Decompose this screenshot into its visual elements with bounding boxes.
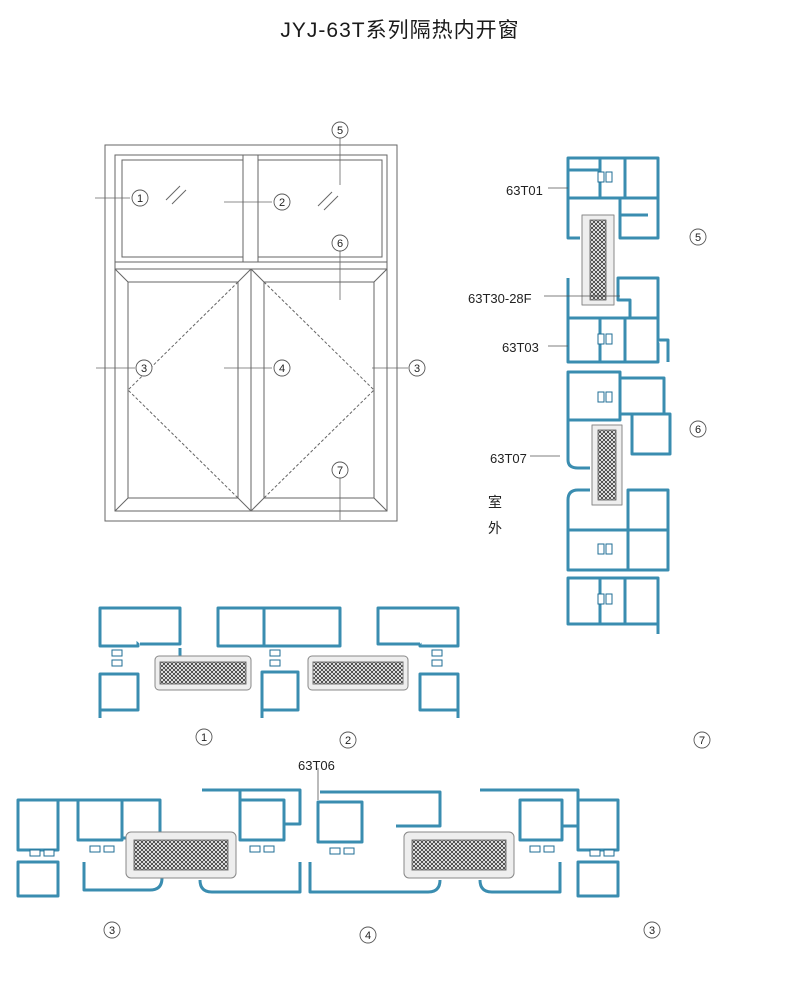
callout-3 <box>135 359 153 377</box>
horizontal-section-upper <box>98 606 460 718</box>
profile-leaders <box>317 187 620 800</box>
jamb3-right-top <box>576 798 620 852</box>
profile-63t01-top <box>566 156 660 200</box>
glass-sash-lights <box>125 831 515 879</box>
thermal-breaks-upper <box>111 649 443 667</box>
profile-63t03 <box>566 316 660 364</box>
jamb-left-bottom <box>98 672 140 712</box>
sc-1-num: 1 <box>201 732 207 744</box>
sc-2-num: 2 <box>345 735 351 747</box>
sash-right <box>250 268 388 512</box>
sc-3a-num: 3 <box>109 925 115 937</box>
callout-4-num: 4 <box>279 363 285 375</box>
section-leaders <box>95 138 408 520</box>
section-callouts <box>103 228 711 944</box>
callout-7 <box>331 461 349 479</box>
callout-2 <box>273 193 291 211</box>
jamb3-right-bottom <box>576 860 620 898</box>
section-callout-2 <box>339 731 357 749</box>
section-callout-numbers: 5 6 1 2 7 3 4 3 <box>109 232 705 942</box>
callout-2-num: 2 <box>279 197 285 209</box>
profile-63t06-right <box>316 800 364 844</box>
thermal-breaks-lower <box>29 845 615 857</box>
jamb-right-bottom <box>418 672 460 712</box>
sc-3b-num: 3 <box>649 925 655 937</box>
label-63t30-28f: 63T30-28F <box>468 291 532 306</box>
window-elevation <box>104 144 398 522</box>
exterior-label-1: 室 <box>488 494 502 510</box>
label-63t07: 63T07 <box>490 451 527 466</box>
section-callout-7 <box>693 731 711 749</box>
profile-63t01-glazing <box>618 196 660 240</box>
fixed-light-right <box>257 159 383 258</box>
label-63t01: 63T01 <box>506 183 543 198</box>
label-63t06: 63T06 <box>298 758 335 773</box>
thermal-breaks-vertical <box>597 171 613 605</box>
section-callout-3a <box>103 921 121 939</box>
vertical-section <box>566 156 672 634</box>
mullion-top-right <box>262 606 342 648</box>
sash-lower <box>566 488 590 530</box>
sc-7-num: 7 <box>699 735 705 747</box>
callout-3b <box>408 359 426 377</box>
callout-5-num: 5 <box>337 125 343 137</box>
label-63t03: 63T03 <box>502 340 539 355</box>
mullion-bottom <box>260 670 300 712</box>
callout-7-num: 7 <box>337 465 343 477</box>
sc-4-num: 4 <box>365 930 371 942</box>
horizontal-section-lower <box>16 788 620 898</box>
callout-5 <box>331 121 349 139</box>
callout-3-num: 3 <box>141 363 147 375</box>
section-callout-3b <box>643 921 661 939</box>
profile-frame-bottom <box>566 576 660 626</box>
section-callout-6 <box>689 420 707 438</box>
profile-63t30-28f <box>616 276 660 320</box>
sc-6-num: 6 <box>695 424 701 436</box>
callout-4 <box>273 359 291 377</box>
callout-1-num: 1 <box>137 193 143 205</box>
section-callout-5 <box>689 228 707 246</box>
elevation-callout-numbers: 1 2 5 6 3 4 3 7 <box>137 125 420 477</box>
sc-5-num: 5 <box>695 232 701 244</box>
sash-left <box>114 268 252 512</box>
glass-upper-lights <box>154 655 409 691</box>
page-title: JYJ-63T系列隔热内开窗 <box>280 19 520 42</box>
section-callout-1 <box>195 728 213 746</box>
callout-6 <box>331 234 349 252</box>
callout-3b-num: 3 <box>414 363 420 375</box>
outer-frame <box>104 144 398 522</box>
fixed-light-left <box>121 159 244 258</box>
mullion-top-left <box>216 606 266 648</box>
jamb3-left-bottom <box>16 860 60 898</box>
jamb3-left-top <box>16 798 60 852</box>
exterior-label-2: 外 <box>488 520 502 536</box>
section-callout-4 <box>359 926 377 944</box>
elevation-callouts <box>131 121 426 479</box>
callout-1 <box>131 189 149 207</box>
callout-6-num: 6 <box>337 238 343 250</box>
